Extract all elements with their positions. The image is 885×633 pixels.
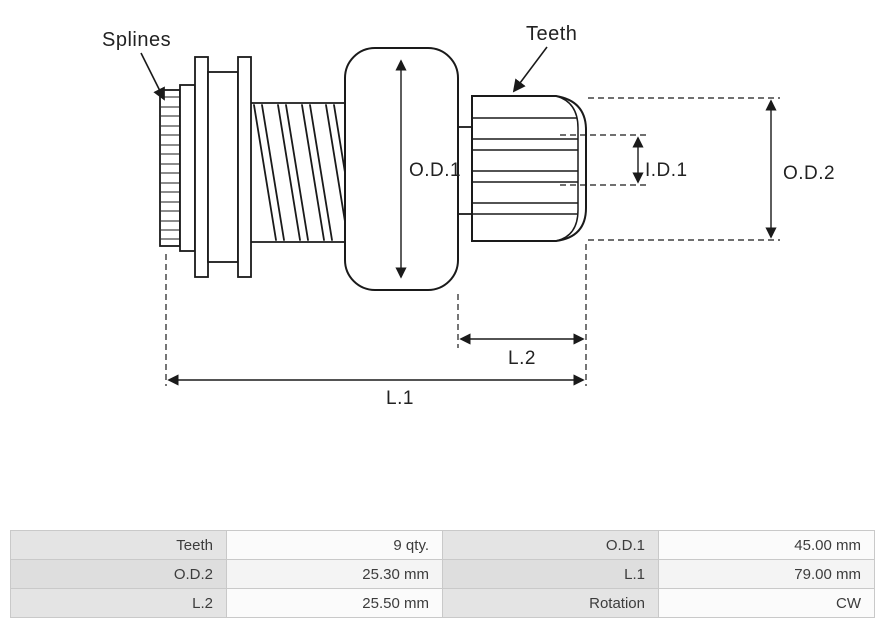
spec-label-cell: L.2 bbox=[10, 588, 227, 618]
od1-label: O.D.1 bbox=[409, 160, 461, 181]
spec-label-cell: O.D.1 bbox=[442, 530, 659, 560]
gear-teeth-lines bbox=[473, 117, 578, 215]
splines-callout: Splines bbox=[102, 29, 171, 101]
spec-label-cell: L.1 bbox=[442, 559, 659, 589]
spline-shaft bbox=[159, 84, 196, 252]
spec-label-cell: Rotation bbox=[442, 588, 659, 618]
spec-row: O.D.2 25.30 mm L.1 79.00 mm bbox=[10, 559, 875, 589]
pinion-gear bbox=[471, 95, 587, 242]
spec-value-cell: 79.00 mm bbox=[658, 559, 875, 589]
splines-label: Splines bbox=[102, 29, 171, 51]
spec-value-cell: 25.30 mm bbox=[226, 559, 443, 589]
spec-label-cell: O.D.2 bbox=[10, 559, 227, 589]
starter-drive-diagram: O.D.1 Splines bbox=[102, 23, 835, 409]
flange-washers bbox=[194, 56, 252, 278]
teeth-arrow bbox=[512, 46, 548, 93]
pinion-chamfer-contour bbox=[555, 95, 579, 242]
spring-coil bbox=[249, 102, 357, 243]
spec-row: L.2 25.50 mm Rotation CW bbox=[10, 588, 875, 618]
clutch-housing: O.D.1 bbox=[344, 47, 461, 291]
l2-label: L.2 bbox=[508, 348, 536, 369]
id1-dimension: I.D.1 bbox=[560, 134, 688, 186]
connecting-shaft bbox=[458, 126, 473, 215]
id1-label: I.D.1 bbox=[645, 160, 688, 181]
spec-value-cell: 25.50 mm bbox=[226, 588, 443, 618]
od2-label: O.D.2 bbox=[783, 163, 835, 184]
spec-label-cell: Teeth bbox=[10, 530, 227, 560]
od2-dimension: O.D.2 bbox=[588, 97, 835, 241]
spec-value-cell: CW bbox=[658, 588, 875, 618]
l1-dimension: L.1 bbox=[165, 254, 585, 409]
l2-dimension: L.2 bbox=[457, 244, 587, 386]
teeth-label: Teeth bbox=[526, 23, 577, 45]
spec-value-cell: 45.00 mm bbox=[658, 530, 875, 560]
spec-row: Teeth 9 qty. O.D.1 45.00 mm bbox=[10, 530, 875, 560]
teeth-callout: Teeth bbox=[512, 23, 577, 93]
l1-label: L.1 bbox=[386, 388, 414, 409]
splines-arrow bbox=[140, 52, 165, 101]
spec-value-cell: 9 qty. bbox=[226, 530, 443, 560]
spec-table: Teeth 9 qty. O.D.1 45.00 mm O.D.2 25.30 … bbox=[10, 530, 875, 618]
